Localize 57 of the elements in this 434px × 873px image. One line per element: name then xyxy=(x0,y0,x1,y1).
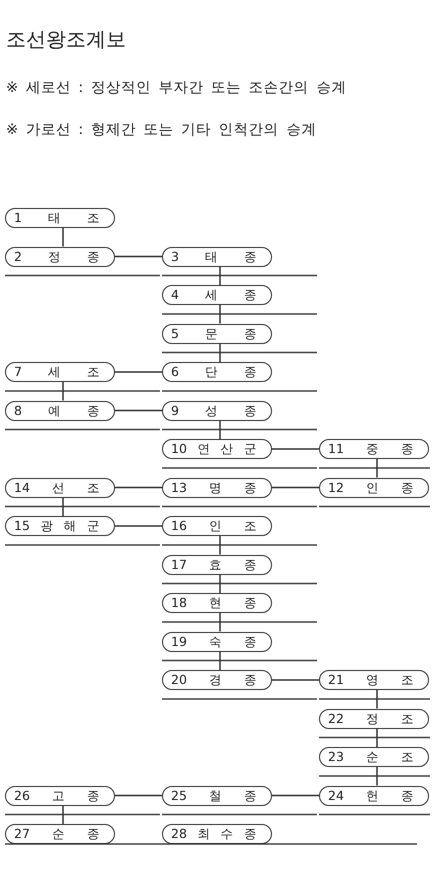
connector-line xyxy=(115,256,162,258)
connector-line xyxy=(115,794,162,796)
king-box: 7 세 조 xyxy=(5,362,115,382)
king-box: 12 인 종 xyxy=(319,478,429,498)
connector-line xyxy=(272,486,319,488)
connector-line xyxy=(62,806,64,824)
connector-line xyxy=(219,305,221,324)
king-box: 10 연 산 군 xyxy=(162,439,272,459)
king-box: 28 최 수 종 xyxy=(162,824,272,844)
king-box: 21 영 조 xyxy=(319,670,429,690)
connector-line xyxy=(115,371,162,373)
connector-line xyxy=(62,228,64,246)
king-box: 26 고 종 xyxy=(5,786,115,806)
king-box: 11 중 종 xyxy=(319,439,429,459)
connector-line xyxy=(62,382,64,400)
king-box: 2 정 종 xyxy=(5,246,115,266)
king-box: 3 태 종 xyxy=(162,246,272,266)
king-box: 13 명 종 xyxy=(162,478,272,498)
king-box: 5 문 종 xyxy=(162,324,272,344)
connector-line xyxy=(376,690,378,708)
king-box: 16 인 조 xyxy=(162,516,272,536)
connector-line xyxy=(219,613,221,632)
king-box: 15 광 해 군 xyxy=(5,516,115,536)
note-text: ※ 세로선 : 정상적인 부자간 또는 조손간의 승계 xyxy=(6,79,346,97)
connector-line xyxy=(115,486,162,488)
connector-line xyxy=(219,652,221,670)
connector-line xyxy=(376,767,378,786)
king-box: 9 성 종 xyxy=(162,400,272,420)
king-box: 19 숙 종 xyxy=(162,632,272,652)
connector-line xyxy=(115,410,162,412)
note-text: ※ 가로선 : 형제간 또는 기타 인척간의 승계 xyxy=(6,121,316,139)
king-box: 22 정 조 xyxy=(319,708,429,728)
king-box: 24 헌 종 xyxy=(319,786,429,806)
king-box: 23 순 조 xyxy=(319,747,429,767)
connector-line xyxy=(219,420,221,439)
connector-line xyxy=(376,459,378,478)
connector-line xyxy=(272,448,319,450)
connector-line xyxy=(219,536,221,554)
king-box: 14 선 조 xyxy=(5,478,115,498)
connector-line xyxy=(115,525,162,527)
king-box: 20 경 종 xyxy=(162,670,272,690)
king-box: 25 철 종 xyxy=(162,786,272,806)
connector-line xyxy=(219,266,221,285)
connector-line xyxy=(272,679,319,681)
title: 조선왕조계보 xyxy=(6,26,126,53)
king-box: 27 순 종 xyxy=(5,824,115,844)
king-box: 8 예 종 xyxy=(5,400,115,420)
king-box: 6 단 종 xyxy=(162,362,272,382)
connector-line xyxy=(219,574,221,593)
connector-line xyxy=(219,344,221,362)
connector-line xyxy=(62,498,64,516)
king-box: 1 태 조 xyxy=(5,208,115,228)
king-box: 4 세 종 xyxy=(162,285,272,305)
connector-line xyxy=(376,728,378,747)
king-box: 18 현 종 xyxy=(162,593,272,613)
king-box: 17 효 종 xyxy=(162,554,272,574)
connector-line xyxy=(272,794,319,796)
